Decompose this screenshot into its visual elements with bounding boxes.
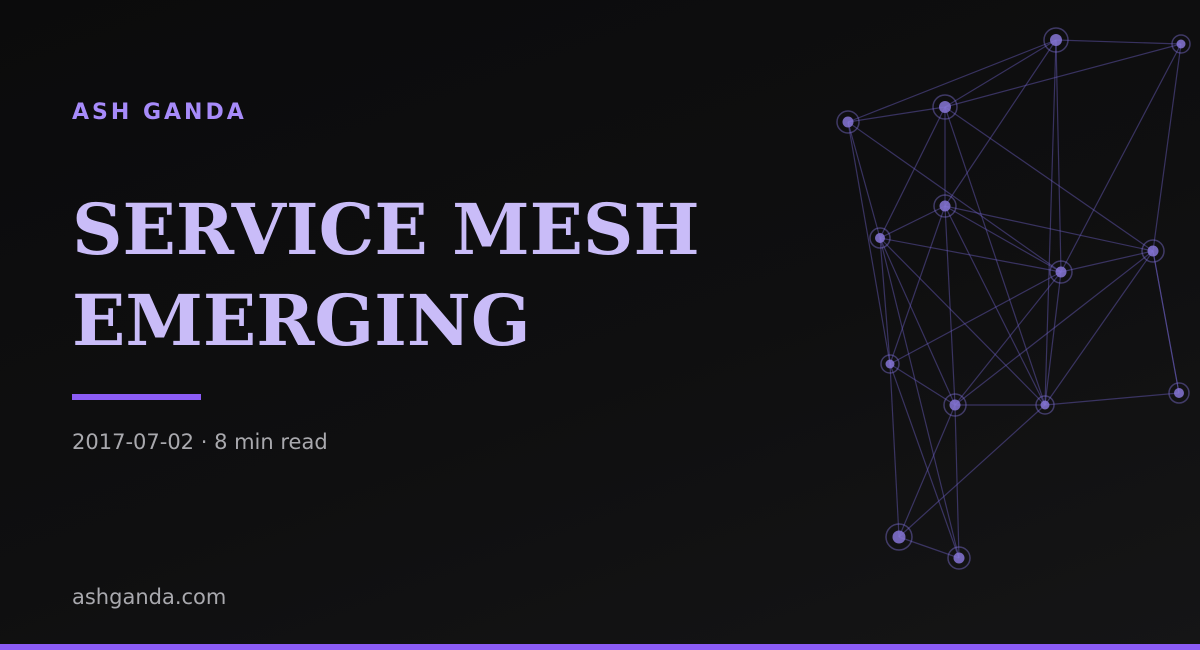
network-edge	[847, 106, 946, 123]
network-edge	[889, 363, 960, 559]
network-edge	[847, 39, 1057, 123]
network-node	[880, 354, 900, 374]
network-edge	[1060, 250, 1154, 273]
network-edge	[954, 404, 960, 559]
network-edge	[1044, 271, 1062, 406]
network-node	[1168, 382, 1190, 404]
network-edge	[847, 121, 881, 239]
network-edge	[1044, 392, 1180, 406]
network-edge	[879, 237, 1062, 273]
network-edge	[879, 237, 891, 365]
title-line-2: EMERGING	[72, 279, 531, 362]
network-node	[932, 94, 958, 120]
network-node	[1171, 34, 1191, 54]
network-edge	[879, 106, 946, 239]
accent-divider	[72, 394, 201, 400]
network-node	[1035, 395, 1055, 415]
network-edge	[1055, 39, 1182, 45]
network-edge	[944, 106, 1046, 406]
network-edge	[879, 237, 960, 559]
network-edge	[954, 271, 1062, 406]
network-edge	[1152, 250, 1180, 394]
post-meta: 2017-07-02 · 8 min read	[72, 430, 328, 454]
network-nodes	[836, 27, 1191, 570]
network-edge	[944, 205, 956, 406]
network-edge	[879, 205, 946, 239]
network-edge	[847, 121, 1062, 273]
network-node	[1043, 27, 1069, 53]
network-edge	[1044, 250, 1154, 406]
network-edge	[889, 205, 946, 365]
network-edge	[1055, 39, 1062, 273]
network-edge	[889, 271, 1062, 365]
network-edge	[944, 205, 1154, 252]
network-edge	[944, 39, 1057, 108]
network-node	[947, 546, 971, 570]
network-edge	[944, 205, 1046, 406]
network-edge	[1044, 39, 1057, 406]
network-node	[869, 227, 891, 249]
network-node	[933, 194, 957, 218]
network-edges	[847, 39, 1182, 559]
network-edge	[889, 363, 956, 406]
network-node	[943, 393, 967, 417]
site-url: ashganda.com	[72, 585, 227, 609]
network-edge	[889, 363, 900, 538]
network-node	[885, 523, 913, 551]
network-edge	[879, 237, 956, 406]
network-edge	[898, 404, 956, 538]
network-edge	[944, 205, 1062, 273]
network-edge	[898, 536, 960, 559]
bottom-accent-bar	[0, 644, 1200, 650]
network-node	[836, 110, 860, 134]
title-line-1: SERVICE MESH	[72, 188, 700, 271]
network-edge	[1152, 250, 1180, 394]
network-edge	[847, 121, 891, 365]
author-label: ASH GANDA	[72, 100, 247, 125]
network-node	[1049, 260, 1073, 284]
network-edge	[944, 43, 1182, 108]
network-edge	[879, 237, 1046, 406]
network-node	[1141, 239, 1165, 263]
network-edge	[1060, 43, 1182, 273]
network-edge	[944, 39, 1057, 207]
page-title: SERVICE MESH EMERGING	[72, 184, 812, 366]
network-edge	[954, 250, 1154, 406]
network-edge	[1152, 43, 1182, 252]
network-edge	[898, 404, 1046, 538]
network-edge	[944, 106, 1154, 252]
